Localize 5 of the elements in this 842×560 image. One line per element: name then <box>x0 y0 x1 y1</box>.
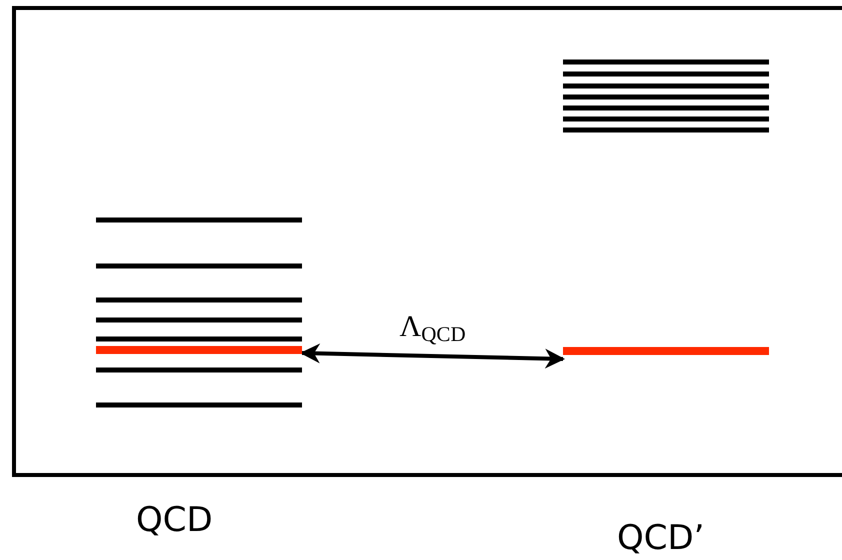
energy-level <box>563 347 769 355</box>
energy-level <box>96 346 302 354</box>
spectrum-label: QCD <box>136 500 213 540</box>
spectrum-label: QCD’ <box>617 518 704 558</box>
double-arrow <box>300 343 565 369</box>
